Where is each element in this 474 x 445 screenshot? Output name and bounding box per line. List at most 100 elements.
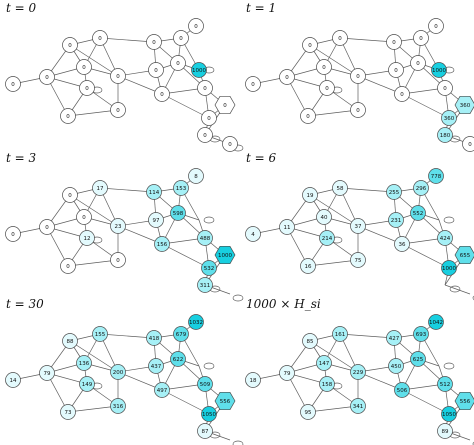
node-circle (60, 404, 76, 420)
graph-node: 512 (437, 376, 453, 392)
graph-node: 506 (394, 382, 410, 398)
node-circle (92, 30, 108, 46)
node-value: 0 (179, 36, 183, 42)
node-circle (332, 326, 348, 342)
graph-node: 0 (428, 18, 444, 34)
graph-node: 1000 (191, 62, 207, 78)
graph-node: 341 (350, 398, 366, 414)
node-circle (110, 252, 126, 268)
node-circle (350, 398, 366, 414)
node-value: 0 (434, 24, 438, 30)
node-circle (62, 37, 78, 53)
node-value: 0 (392, 40, 396, 46)
node-value: 0 (308, 43, 312, 49)
node-circle (302, 333, 318, 349)
network-graph: 4111916405837752142312552963677855242410… (245, 168, 474, 301)
graph-node: 778 (428, 168, 444, 184)
node-value: 360 (460, 103, 471, 109)
graph-node: 114 (146, 184, 162, 200)
edge (357, 371, 403, 391)
network-graph: 1479887313615520031614943741867949710326… (5, 314, 244, 445)
node-value: 552 (413, 211, 424, 217)
edge (309, 194, 359, 227)
panel-3: t = 300000172301297114153156859848853210… (5, 151, 244, 302)
self-loop-icon (203, 216, 215, 224)
node-circle (76, 59, 92, 75)
graph-node: 88 (62, 333, 78, 349)
edge (309, 340, 359, 373)
node-circle (170, 55, 186, 71)
node-value: 693 (416, 332, 427, 338)
edge (401, 389, 450, 415)
node-value: 8 (194, 174, 198, 180)
node-circle (410, 351, 426, 367)
node-value: 0 (416, 61, 420, 67)
node-value: 0 (228, 142, 232, 148)
graph-node: 180 (437, 127, 453, 143)
node-circle (5, 76, 21, 92)
node-circle (201, 260, 217, 276)
node-value: 36 (399, 242, 406, 248)
node-value: 0 (223, 103, 227, 109)
node-circle (279, 365, 295, 381)
node-value: 625 (413, 357, 424, 363)
node-circle (92, 326, 108, 342)
graph-node: 0 (302, 37, 318, 53)
edge (339, 333, 395, 339)
node-value: 778 (431, 174, 442, 180)
node-circle (428, 18, 444, 34)
node-value: 0 (160, 92, 164, 98)
graph-node: 1000 (431, 62, 447, 78)
node-value: 95 (305, 410, 312, 416)
node-circle (39, 69, 55, 85)
node-circle (197, 230, 213, 246)
graph-node: 156 (154, 236, 170, 252)
node-circle (154, 86, 170, 102)
node-value: 0 (251, 82, 255, 88)
node-value: 311 (200, 283, 211, 289)
graph-node: 0 (39, 219, 55, 235)
node-circle (197, 127, 213, 143)
graph-node: 0 (319, 80, 335, 96)
node-circle (222, 136, 238, 152)
graph-node: 0 (386, 34, 402, 50)
graph-node: 0 (110, 68, 126, 84)
graph-node: 0 (79, 80, 95, 96)
graph-node: 200 (110, 364, 126, 380)
node-value: 655 (460, 253, 471, 259)
node-circle (201, 406, 217, 422)
node-value: 87 (202, 429, 209, 435)
self-loop-icon (232, 440, 244, 445)
node-value: 0 (325, 86, 329, 92)
node-circle (197, 80, 213, 96)
node-value: 17 (97, 186, 104, 192)
graph-node: 418 (146, 330, 162, 346)
self-loop-icon (443, 216, 455, 224)
panel-6: 1000 × H_si18798595147161229341158450427… (245, 297, 474, 445)
node-value: 296 (416, 186, 427, 192)
edge (99, 187, 155, 193)
graph-node: 147 (316, 355, 332, 371)
node-value: 136 (79, 361, 90, 367)
node-circle (437, 230, 453, 246)
source-node: 556 (214, 391, 236, 411)
graph-node: 11 (279, 219, 295, 235)
node-circle (191, 62, 207, 78)
graph-node: 622 (170, 351, 186, 367)
graph-node: 0 (39, 69, 55, 85)
node-circle (386, 34, 402, 50)
node-value: 0 (468, 142, 472, 148)
node-value: 0 (207, 116, 211, 122)
graph-node: 73 (60, 404, 76, 420)
edge (339, 187, 395, 193)
graph-node: 296 (413, 180, 429, 196)
node-circle (428, 168, 444, 184)
edge (357, 225, 403, 245)
graph-node: 311 (197, 277, 213, 293)
node-value: 0 (154, 68, 158, 74)
node-circle (394, 236, 410, 252)
graph-node: 0 (394, 86, 410, 102)
node-circle (62, 187, 78, 203)
